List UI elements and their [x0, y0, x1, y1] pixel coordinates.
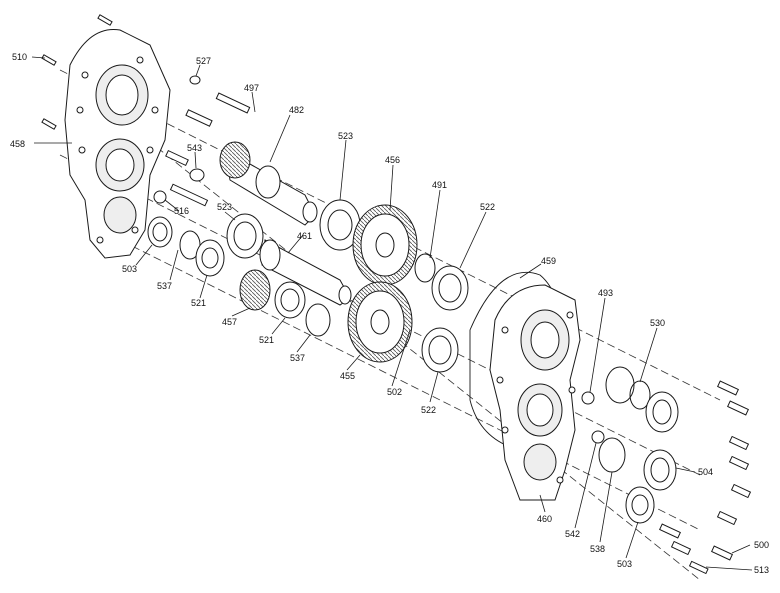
label-543: 543 [187, 143, 202, 153]
small-parts [153, 75, 205, 204]
leader-lines [31, 56, 753, 571]
label-521-left: 521 [191, 298, 206, 308]
label-456: 456 [385, 155, 400, 165]
label-461: 461 [297, 231, 312, 241]
label-482: 482 [289, 105, 304, 115]
label-503-right: 503 [617, 559, 632, 569]
label-513: 513 [754, 565, 769, 575]
label-522-top: 522 [480, 202, 495, 212]
bolts-497 [165, 92, 251, 207]
label-458: 458 [10, 139, 25, 149]
label-523-top: 523 [338, 131, 353, 141]
label-542: 542 [565, 529, 580, 539]
label-538: 538 [590, 544, 605, 554]
label-527: 527 [196, 56, 211, 66]
right-parts [581, 366, 679, 524]
label-503-left: 503 [122, 264, 137, 274]
input-shaft [219, 141, 318, 226]
label-455: 455 [340, 371, 355, 381]
label-510: 510 [12, 52, 27, 62]
label-516: 516 [174, 206, 189, 216]
label-521-mid: 521 [259, 335, 274, 345]
label-457: 457 [222, 317, 237, 327]
label-530: 530 [650, 318, 665, 328]
label-491: 491 [432, 180, 447, 190]
label-537-left: 537 [157, 281, 172, 291]
right-housing [489, 284, 581, 501]
left-housing-cover [64, 28, 171, 259]
label-522-bottom: 522 [421, 405, 436, 415]
label-504: 504 [698, 467, 713, 477]
shaft-461 [259, 239, 352, 306]
label-493: 493 [598, 288, 613, 298]
bearings-left [147, 199, 361, 337]
label-460: 460 [537, 514, 552, 524]
label-523-mid: 523 [217, 202, 232, 212]
bolts-right [659, 380, 752, 575]
label-537-mid: 537 [290, 353, 305, 363]
label-497: 497 [244, 83, 259, 93]
label-502: 502 [387, 387, 402, 397]
callout-labels: 510 527 497 482 523 456 491 522 458 543 … [10, 52, 769, 575]
label-459: 459 [541, 256, 556, 266]
dowel-pins [41, 14, 113, 130]
gears [347, 204, 418, 363]
label-500: 500 [754, 540, 769, 550]
bearings-mid [414, 253, 469, 373]
